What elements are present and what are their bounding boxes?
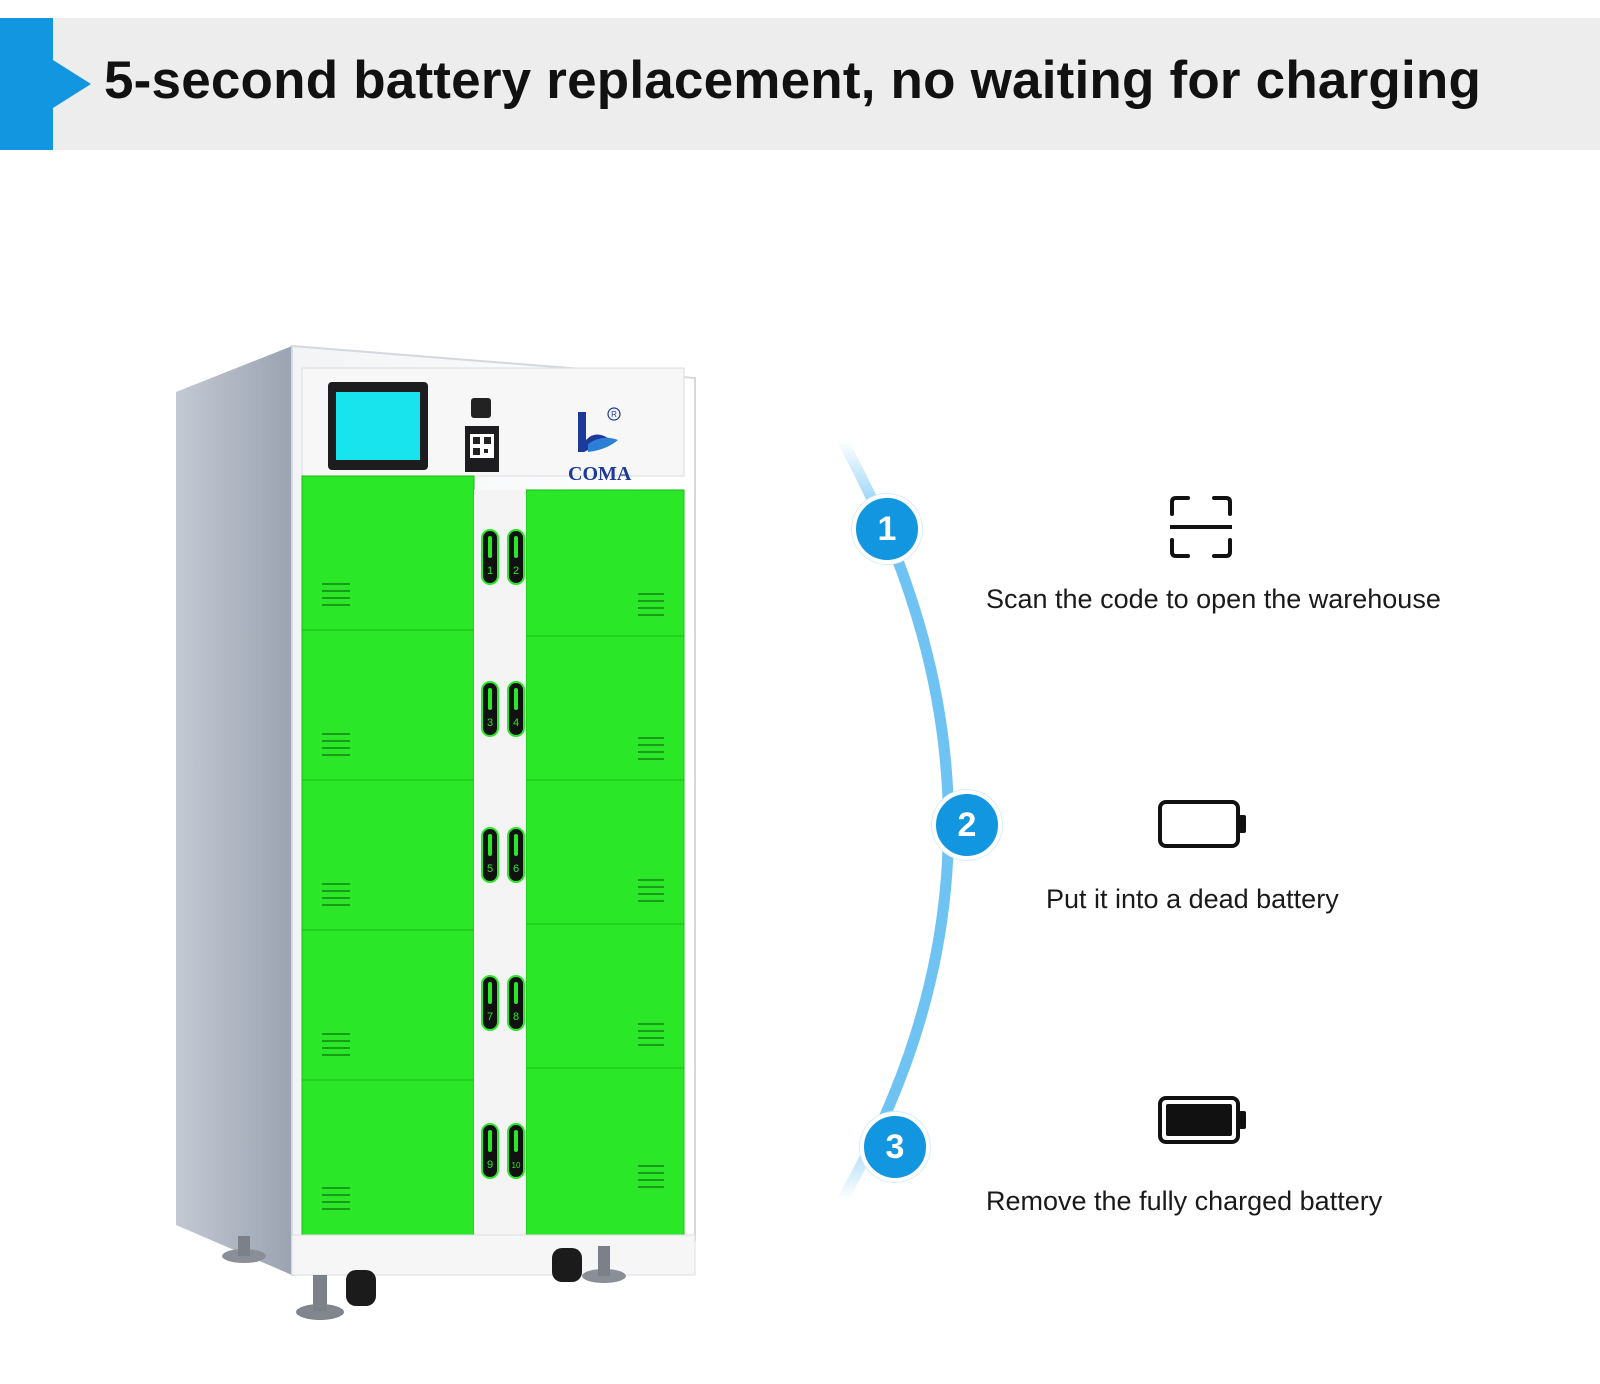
- slot-indicator-light: [514, 536, 518, 558]
- page-title: 5-second battery replacement, no waiting…: [104, 51, 1482, 110]
- cabinet-feet: [222, 1236, 626, 1320]
- step-2-badge: 2: [932, 790, 1002, 860]
- left-doors: [301, 475, 475, 1236]
- slot-indicator-light: [514, 982, 518, 1004]
- step-1-badge: 1: [852, 494, 922, 564]
- step-1-label: Scan the code to open the warehouse: [986, 584, 1441, 614]
- cabinet-brand: COMA: [568, 463, 632, 485]
- slot-indicator-light: [488, 1130, 492, 1152]
- cabinet-screen: [336, 392, 420, 460]
- header-accent-bar: [0, 18, 53, 150]
- step-2-label: Put it into a dead battery: [1046, 884, 1339, 914]
- slot-indicator-light: [514, 834, 518, 856]
- slot-indicator-light: [514, 688, 518, 710]
- slot-indicator-light: [488, 688, 492, 710]
- step-3-label: Remove the fully charged battery: [986, 1186, 1383, 1216]
- right-doors: [525, 489, 685, 1237]
- slot-indicators: 1 2 3 4 5 6 7 8 9 10: [481, 529, 525, 1179]
- slot-number: 4: [513, 717, 519, 729]
- slot-indicator-light: [514, 1130, 518, 1152]
- full-battery-icon: [1158, 1096, 1246, 1144]
- step-3-badge: 3: [860, 1112, 930, 1182]
- slot-number: 7: [487, 1011, 493, 1023]
- slot-number: 2: [513, 565, 519, 577]
- slot-indicator-light: [488, 536, 492, 558]
- slot-number: 6: [513, 863, 519, 875]
- empty-battery-icon: [1158, 800, 1246, 848]
- header-arrow-icon: [53, 60, 91, 108]
- slot-indicator-light: [488, 834, 492, 856]
- slot-indicator-light: [488, 982, 492, 1004]
- slot-number: 9: [487, 1159, 493, 1171]
- coma-logo-icon: R COMA: [568, 407, 632, 485]
- slot-number: 5: [487, 863, 493, 875]
- slot-number: 10: [512, 1161, 521, 1170]
- svg-text:R: R: [611, 410, 617, 419]
- slot-number: 1: [487, 565, 493, 577]
- slot-number: 8: [513, 1011, 519, 1023]
- header-banner: [0, 18, 1600, 150]
- battery-swap-cabinet: R COMA 1 2 3 4 5 6 7 8 9 10: [176, 344, 696, 1320]
- scan-icon: [1170, 496, 1232, 558]
- slot-number: 3: [487, 717, 493, 729]
